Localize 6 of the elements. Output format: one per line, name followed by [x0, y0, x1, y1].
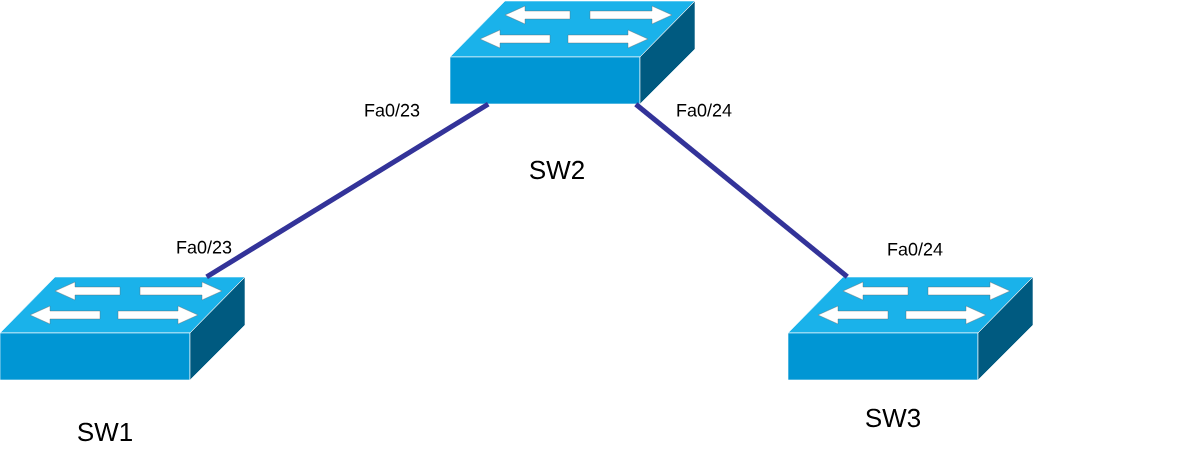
port-label: Fa0/24 [677, 103, 732, 117]
device-label: SW2 [530, 160, 584, 180]
link-line [205, 102, 490, 279]
link-line [634, 102, 849, 279]
device-label: SW3 [866, 408, 921, 428]
device-label: SW1 [78, 422, 132, 442]
